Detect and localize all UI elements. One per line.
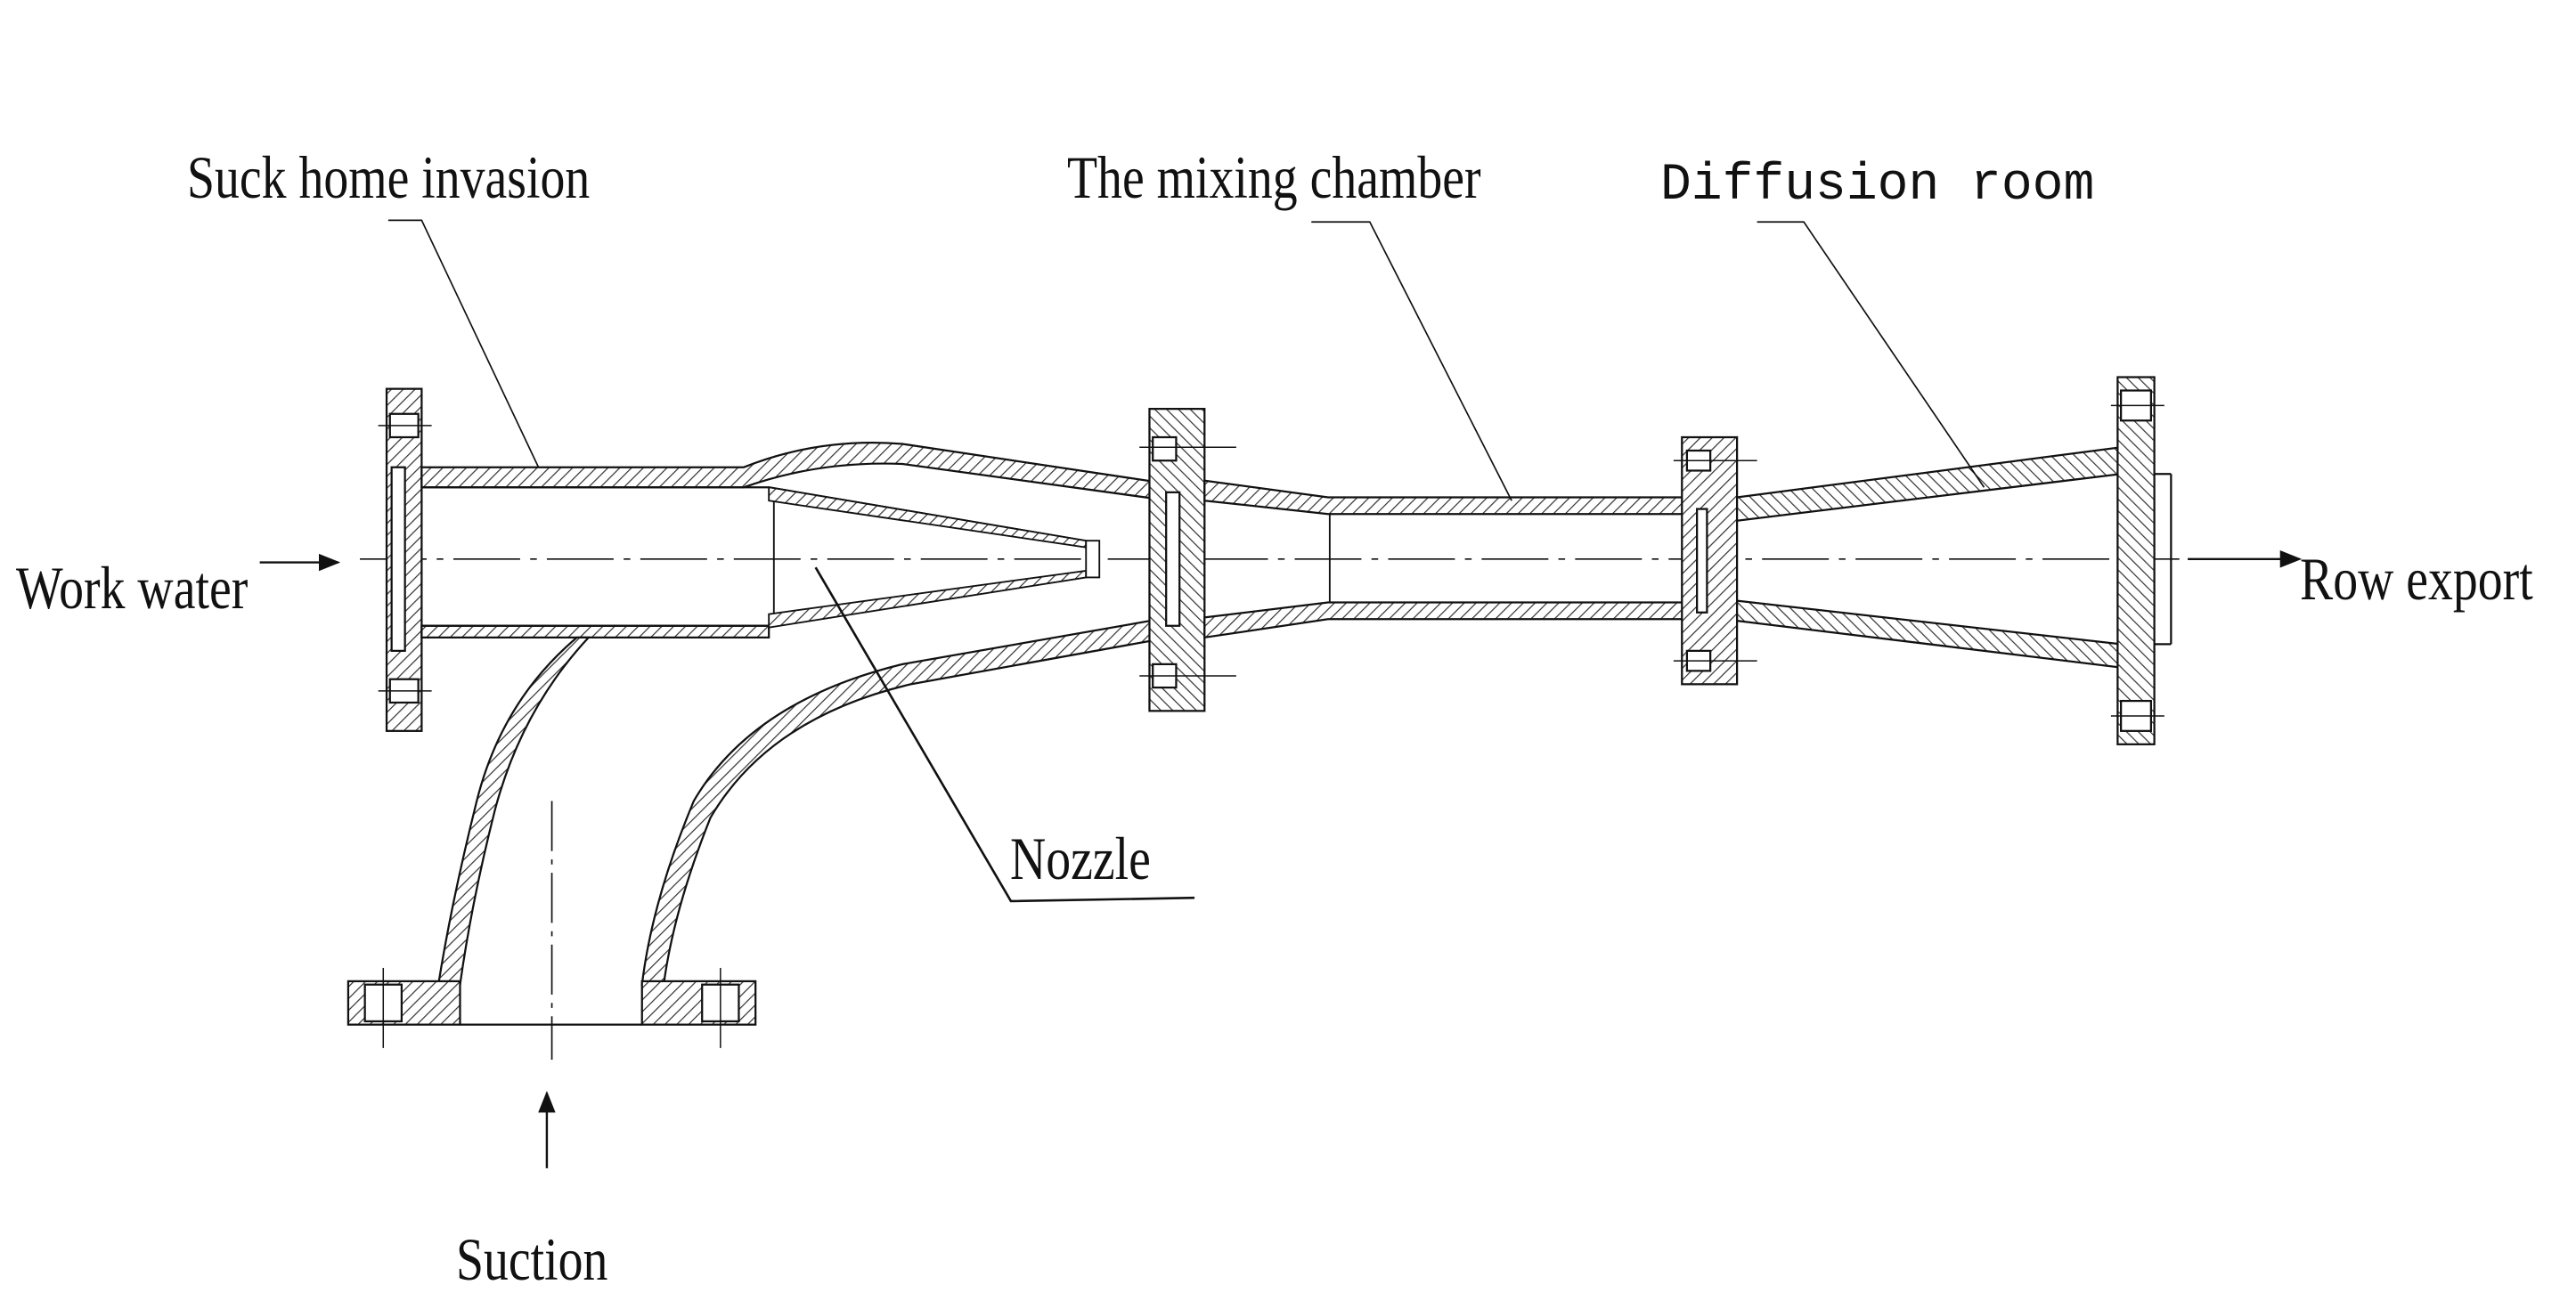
suction-flange	[346, 967, 757, 1048]
label-row-export: Row export	[2300, 545, 2533, 613]
mixing-chamber-upper-wall	[1203, 479, 1689, 516]
label-suction: Suction	[456, 1225, 608, 1293]
label-suction-chamber: Suck home invasion	[187, 143, 591, 211]
leader-mixing-chamber	[1311, 221, 1512, 501]
label-diffusion-room: Diffusion room	[1660, 157, 2095, 215]
inlet-flange	[378, 387, 432, 732]
outlet-flange	[2110, 376, 2172, 745]
label-work-water: Work water	[16, 554, 249, 622]
mid-flange	[1139, 408, 1236, 712]
suction-elbow-right	[640, 616, 1171, 986]
nozzle-wall-top	[768, 486, 1088, 549]
leader-diffusion	[1757, 221, 1985, 488]
leader-suction-chamber	[387, 219, 540, 468]
nozzle-wall-bottom	[768, 569, 1088, 629]
throat-flange	[1673, 435, 1757, 686]
label-nozzle: Nozzle	[1010, 825, 1151, 892]
diffuser-lower-wall	[1735, 599, 2123, 669]
suction-chamber-lower-wall	[420, 624, 770, 639]
nozzle-body	[421, 486, 1096, 627]
nozzle-tip	[1085, 540, 1101, 579]
suction-elbow-left	[436, 636, 591, 986]
mixing-chamber-lower-wall	[1203, 601, 1689, 639]
label-mixing-chamber: The mixing chamber	[1067, 143, 1481, 211]
diffuser-upper-wall	[1735, 445, 2123, 522]
leader-nozzle	[814, 566, 1195, 903]
